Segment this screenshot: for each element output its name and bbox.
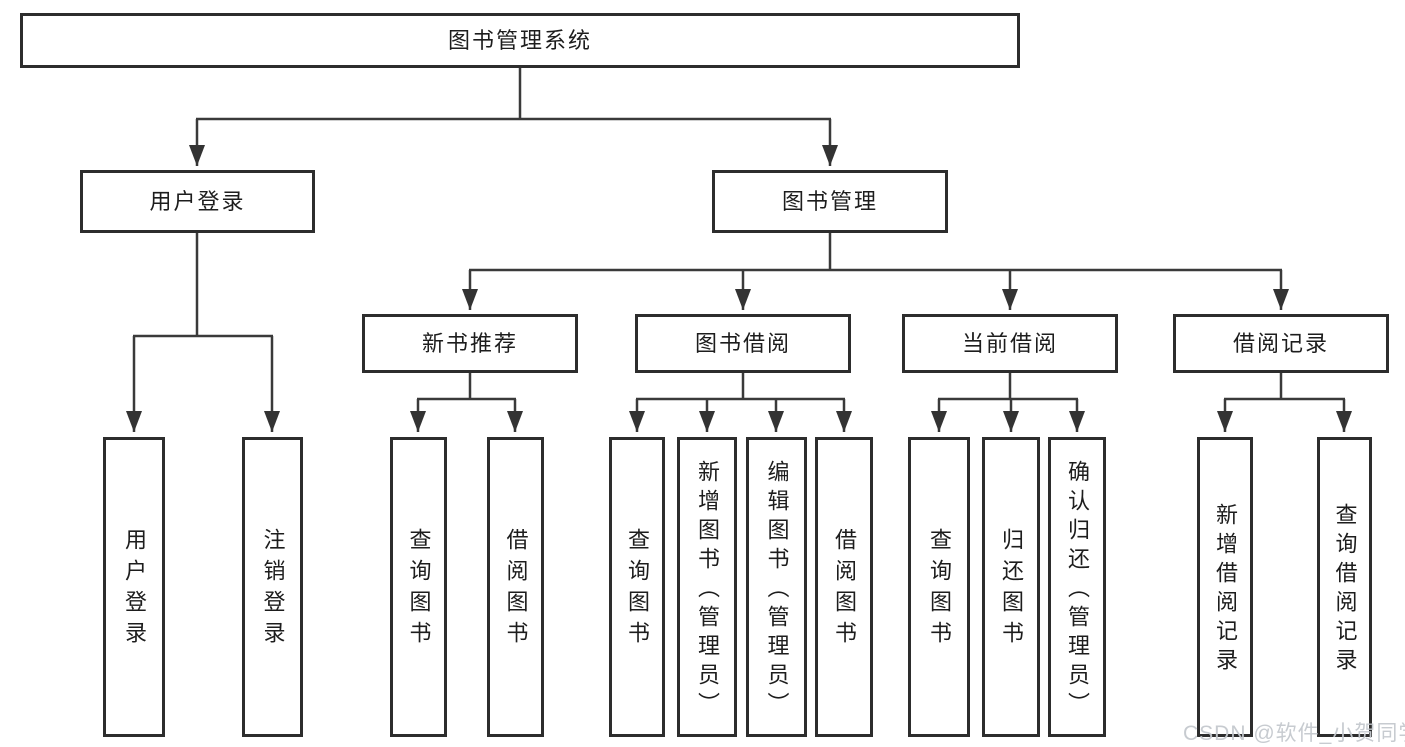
node-user-login: 用户登录 [80,170,315,233]
leaf-records-query-record: 查询借阅记录 [1317,437,1372,737]
leaf-current-confirm-return-admin: 确认归还（管理员） [1048,437,1106,737]
node-new-book-recommend: 新书推荐 [362,314,578,373]
node-book-management: 图书管理 [712,170,948,233]
node-borrowing-records: 借阅记录 [1173,314,1389,373]
leaf-borrowing-edit-book-admin: 编辑图书（管理员） [746,437,807,737]
leaf-newbooks-borrow-books: 借阅图书 [487,437,544,737]
leaf-records-add-record: 新增借阅记录 [1197,437,1253,737]
leaf-borrowing-borrow-books: 借阅图书 [815,437,873,737]
leaf-user-login: 用户登录 [103,437,165,737]
leaf-borrowing-query-books: 查询图书 [609,437,665,737]
node-library-management-system: 图书管理系统 [20,13,1020,68]
leaf-borrowing-add-book-admin: 新增图书（管理员） [677,437,737,737]
leaf-logout-login: 注销登录 [242,437,303,737]
csdn-watermark: CSDN @软件_小贺同学 [1183,722,1405,745]
node-book-borrowing: 图书借阅 [635,314,851,373]
leaf-current-return-books: 归还图书 [982,437,1040,737]
leaf-newbooks-query-books: 查询图书 [390,437,447,737]
node-current-borrowing: 当前借阅 [902,314,1118,373]
leaf-current-query-books: 查询图书 [908,437,970,737]
